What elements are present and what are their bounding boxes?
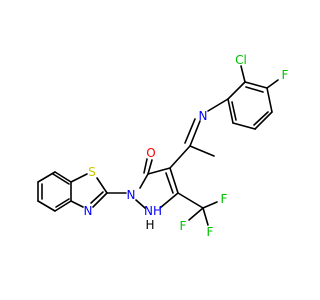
bond [70,173,88,183]
bond [70,200,84,208]
bonds [37,65,279,226]
bond [169,145,191,169]
bond [232,122,256,130]
bond [169,167,179,194]
bond [266,79,279,89]
bond [54,200,72,212]
bond [254,111,273,130]
pyrazole-nh-label: NH [144,204,162,218]
molecule-canvas: O N Cl F S N N NH H F F F [37,53,289,239]
bond [37,171,56,183]
pyrazole-nitrogen-label: N [127,188,136,202]
bond [227,81,246,100]
bond [165,172,174,194]
bond [266,87,273,113]
atom-labels: O N Cl F S N N NH H F F F [84,53,289,239]
aryl-fluorine-label: F [282,68,289,82]
bond [231,101,237,121]
bond [55,198,70,208]
bond [147,159,153,175]
bond [96,177,108,194]
bond [143,158,148,174]
bond [184,118,196,144]
cf3-fluorine-right-label: F [221,192,228,206]
cf3-fluorine-left-label: F [180,219,187,233]
bond [139,173,149,189]
sulfur-label: S [88,165,96,179]
imine-nitrogen-label: N [199,109,208,123]
bond [189,145,215,157]
bond [37,200,56,212]
thiazole-nitrogen-label: N [84,204,93,218]
bond [90,191,104,204]
bond [159,192,179,209]
hydrogen-label: H [145,218,154,232]
bond [227,98,234,124]
molecule-structure: O N Cl F S N N NH H F F F [37,53,289,239]
bond [253,111,269,126]
bond [245,86,264,93]
bond [92,192,108,208]
bond [54,171,72,183]
chlorine-label: Cl [235,53,247,67]
bond [147,167,171,175]
bond [202,201,218,209]
bond [202,207,209,226]
oxygen-label: O [146,146,155,160]
bond [244,81,268,89]
bond [52,173,70,185]
bond [207,98,229,112]
bond [240,65,246,83]
bond [135,199,146,209]
bond [188,207,204,221]
bond [189,120,201,147]
cf3-fluorine-bottom-label: F [207,225,214,239]
bond [177,192,204,209]
